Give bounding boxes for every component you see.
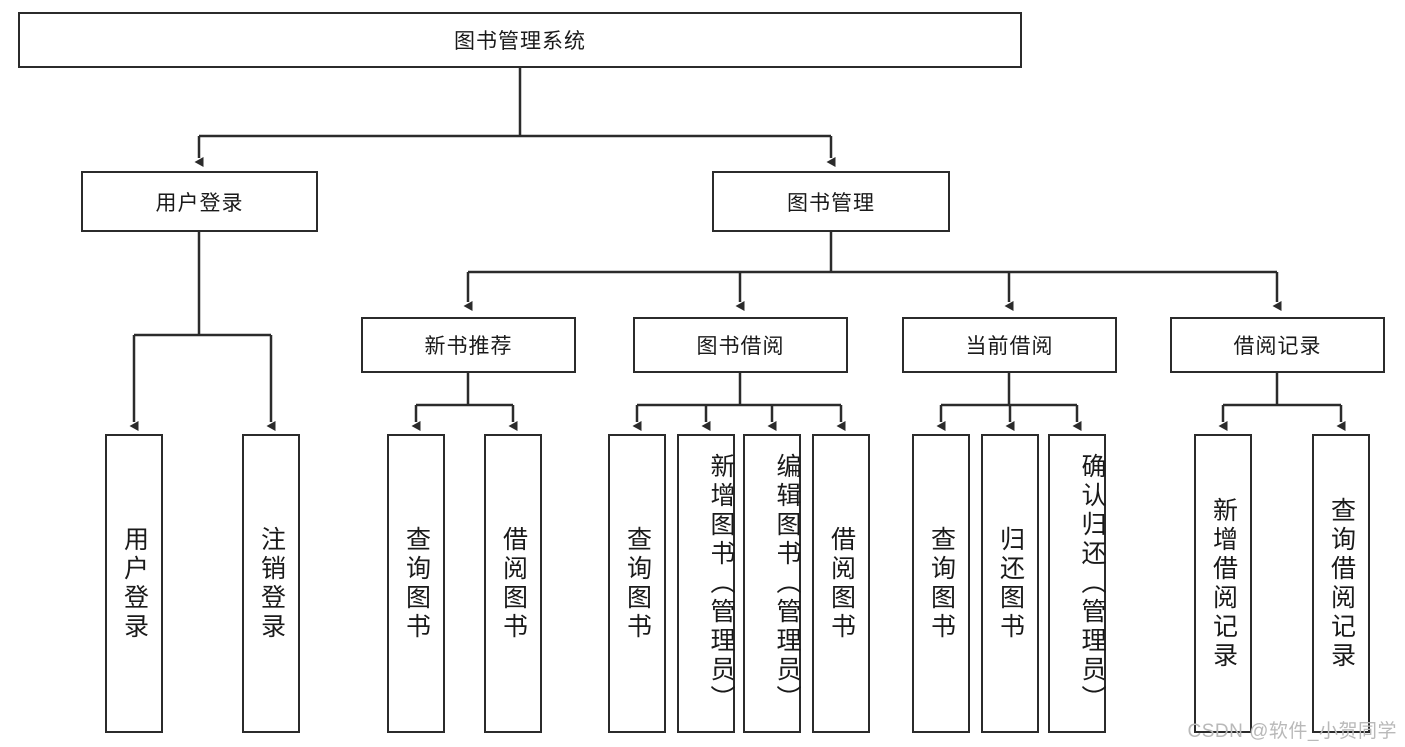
node-current-borrow[interactable]: 当前借阅	[902, 317, 1117, 373]
node-leaf-bookborrow-query[interactable]: 查询图书	[608, 434, 666, 733]
node-leaf-borrowrecord-query[interactable]: 查询借阅记录	[1312, 434, 1370, 733]
node-leaf-currentborrow-query[interactable]: 查询图书	[912, 434, 970, 733]
csdn-watermark: CSDN @软件_小贺同学	[1187, 721, 1397, 742]
node-leaf-currentborrow-return[interactable]: 归还图书	[981, 434, 1039, 733]
node-borrow-record[interactable]: 借阅记录	[1170, 317, 1385, 373]
node-leaf-borrowrecord-add[interactable]: 新增借阅记录	[1194, 434, 1252, 733]
node-leaf-user-login-signin[interactable]: 用户登录	[105, 434, 163, 733]
node-leaf-bookborrow-add[interactable]: 新增图书（管理员）	[677, 434, 735, 733]
node-leaf-newbook-query[interactable]: 查询图书	[387, 434, 445, 733]
node-leaf-currentborrow-confirm[interactable]: 确认归还（管理员）	[1048, 434, 1106, 733]
node-book-management[interactable]: 图书管理	[712, 171, 950, 232]
node-root-system[interactable]: 图书管理系统	[18, 12, 1022, 68]
node-leaf-user-login-signout[interactable]: 注销登录	[242, 434, 300, 733]
node-leaf-bookborrow-borrow[interactable]: 借阅图书	[812, 434, 870, 733]
node-book-borrow[interactable]: 图书借阅	[633, 317, 848, 373]
node-leaf-bookborrow-edit[interactable]: 编辑图书（管理员）	[743, 434, 801, 733]
node-user-login[interactable]: 用户登录	[81, 171, 318, 232]
node-leaf-newbook-borrow[interactable]: 借阅图书	[484, 434, 542, 733]
node-new-book-recommend[interactable]: 新书推荐	[361, 317, 576, 373]
